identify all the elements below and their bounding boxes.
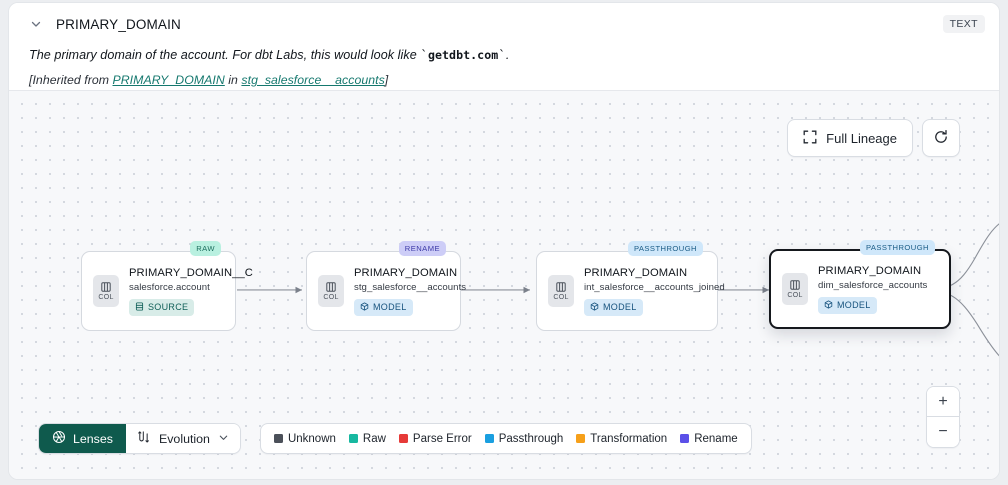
cube-icon <box>360 301 369 313</box>
evolution-dropdown[interactable]: Evolution <box>125 424 240 453</box>
inherited-prefix: [Inherited from <box>29 73 113 87</box>
lens-badge: RAW <box>190 241 221 256</box>
lenses-label: Lenses <box>73 431 113 446</box>
legend-swatch <box>576 434 586 443</box>
legend-label: Unknown <box>287 432 336 445</box>
column-icon-label: COL <box>553 294 569 301</box>
node-subtitle: salesforce.account <box>129 281 210 293</box>
inherited-column-link[interactable]: PRIMARY_DOMAIN <box>112 73 225 87</box>
lineage-node[interactable]: RENAME COL PRIMARY_DOMAIN stg_salesforce… <box>306 241 467 331</box>
node-kind-label: MODEL <box>603 302 637 312</box>
column-icon: COL <box>548 275 574 307</box>
lens-control-group: Lenses Evolution <box>38 423 241 454</box>
legend-label: Transformation <box>590 432 668 445</box>
panel-header: PRIMARY_DOMAIN TEXT The primary domain o… <box>9 3 999 91</box>
page-title: PRIMARY_DOMAIN <box>56 16 181 32</box>
node-title: PRIMARY_DOMAIN <box>354 266 458 279</box>
lens-badge: PASSTHROUGH <box>859 240 935 255</box>
node-kind-badge: MODEL <box>818 296 877 314</box>
legend-label: Rename <box>694 432 738 445</box>
column-icon: COL <box>93 275 119 307</box>
zoom-controls: + − <box>926 386 960 448</box>
legend-label: Parse Error <box>412 432 472 445</box>
lineage-canvas[interactable]: Full Lineage + − RAW COL <box>9 91 999 479</box>
node-title: PRIMARY_DOMAIN <box>818 264 922 277</box>
zoom-out-button[interactable]: − <box>927 417 959 447</box>
database-icon <box>135 301 144 313</box>
legend-item[interactable]: Passthrough <box>484 432 564 445</box>
description-suffix: . <box>505 48 510 62</box>
expand-corners-icon <box>803 130 817 147</box>
node-subtitle: stg_salesforce__accounts <box>354 281 467 293</box>
node-kind-badge: MODEL <box>584 298 643 316</box>
lineage-node-selected[interactable]: PASSTHROUGH COL PRIMARY_DOMAIN dim_sales… <box>769 240 951 329</box>
node-kind-label: SOURCE <box>148 302 189 312</box>
flow-arrows-icon <box>137 430 151 447</box>
description-code: getdbt.com <box>427 48 499 62</box>
description-text: The primary domain of the account. For d… <box>29 48 421 62</box>
column-icon-label: COL <box>787 292 803 299</box>
node-body: PRIMARY_DOMAIN stg_salesforce__accounts … <box>354 266 467 316</box>
node-body: PRIMARY_DOMAIN__C salesforce.account SOU… <box>129 266 253 316</box>
lenses-button[interactable]: Lenses <box>39 424 126 453</box>
legend-label: Raw <box>362 432 386 445</box>
legend-swatch <box>273 434 283 443</box>
cube-icon <box>590 301 599 313</box>
node-kind-badge: MODEL <box>354 298 413 316</box>
column-icon-label: COL <box>98 294 114 301</box>
zoom-in-button[interactable]: + <box>927 387 959 417</box>
lineage-node[interactable]: PASSTHROUGH COL PRIMARY_DOMAIN int_sales… <box>536 241 725 331</box>
full-lineage-label: Full Lineage <box>826 130 897 146</box>
status-badge: TEXT <box>942 15 985 33</box>
legend-swatch <box>348 434 358 443</box>
node-subtitle: dim_salesforce_accounts <box>818 279 928 291</box>
legend-item[interactable]: Transformation <box>576 433 667 445</box>
legend-item[interactable]: Unknown <box>273 432 336 445</box>
inherited-from-line: [Inherited from PRIMARY_DOMAIN in stg_sa… <box>29 73 983 87</box>
node-subtitle: int_salesforce__accounts_joined <box>584 281 725 293</box>
aperture-icon <box>52 430 66 447</box>
chevron-down-icon[interactable] <box>29 17 43 31</box>
legend-item[interactable]: Parse Error <box>398 432 472 445</box>
lineage-node[interactable]: RAW COL PRIMARY_DOMAIN__C salesforce.acc… <box>81 241 253 331</box>
lens-badge: PASSTHROUGH <box>627 241 703 256</box>
column-icon-label: COL <box>323 294 339 301</box>
column-description: The primary domain of the account. For d… <box>29 47 510 62</box>
legend-swatch <box>484 434 494 443</box>
full-lineage-button[interactable]: Full Lineage <box>787 119 913 157</box>
canvas-bottom-bar: Lenses Evolution <box>38 423 752 454</box>
evolution-label: Evolution <box>158 431 210 446</box>
column-lineage-panel: PRIMARY_DOMAIN TEXT The primary domain o… <box>8 2 1000 480</box>
lens-badge: RENAME <box>398 241 446 256</box>
lens-legend: Unknown Raw Parse Error Passthrough Transfor… <box>259 423 752 454</box>
column-icon: COL <box>318 275 344 307</box>
canvas-top-controls: Full Lineage <box>787 119 960 157</box>
node-body: PRIMARY_DOMAIN dim_salesforce_accounts M… <box>818 265 927 314</box>
node-kind-label: MODEL <box>373 302 407 312</box>
cube-icon <box>824 299 833 311</box>
inherited-mid: in <box>224 73 242 87</box>
legend-swatch <box>680 434 690 443</box>
legend-label: Passthrough <box>498 432 564 445</box>
title-row: PRIMARY_DOMAIN <box>29 13 983 35</box>
inherited-model-link[interactable]: stg_salesforce__accounts <box>241 73 385 87</box>
node-title: PRIMARY_DOMAIN <box>584 266 688 279</box>
node-body: PRIMARY_DOMAIN int_salesforce__accounts_… <box>584 266 725 316</box>
node-title: PRIMARY_DOMAIN__C <box>129 266 253 279</box>
node-kind-label: MODEL <box>837 300 871 310</box>
refresh-button[interactable] <box>922 119 960 157</box>
legend-swatch <box>398 434 408 443</box>
column-icon: COL <box>782 273 808 305</box>
node-kind-badge: SOURCE <box>129 298 195 316</box>
inherited-suffix: ] <box>384 73 389 87</box>
legend-item[interactable]: Raw <box>348 432 386 445</box>
chevron-down-icon <box>218 432 229 446</box>
legend-item[interactable]: Rename <box>680 432 738 445</box>
refresh-icon <box>933 129 949 148</box>
